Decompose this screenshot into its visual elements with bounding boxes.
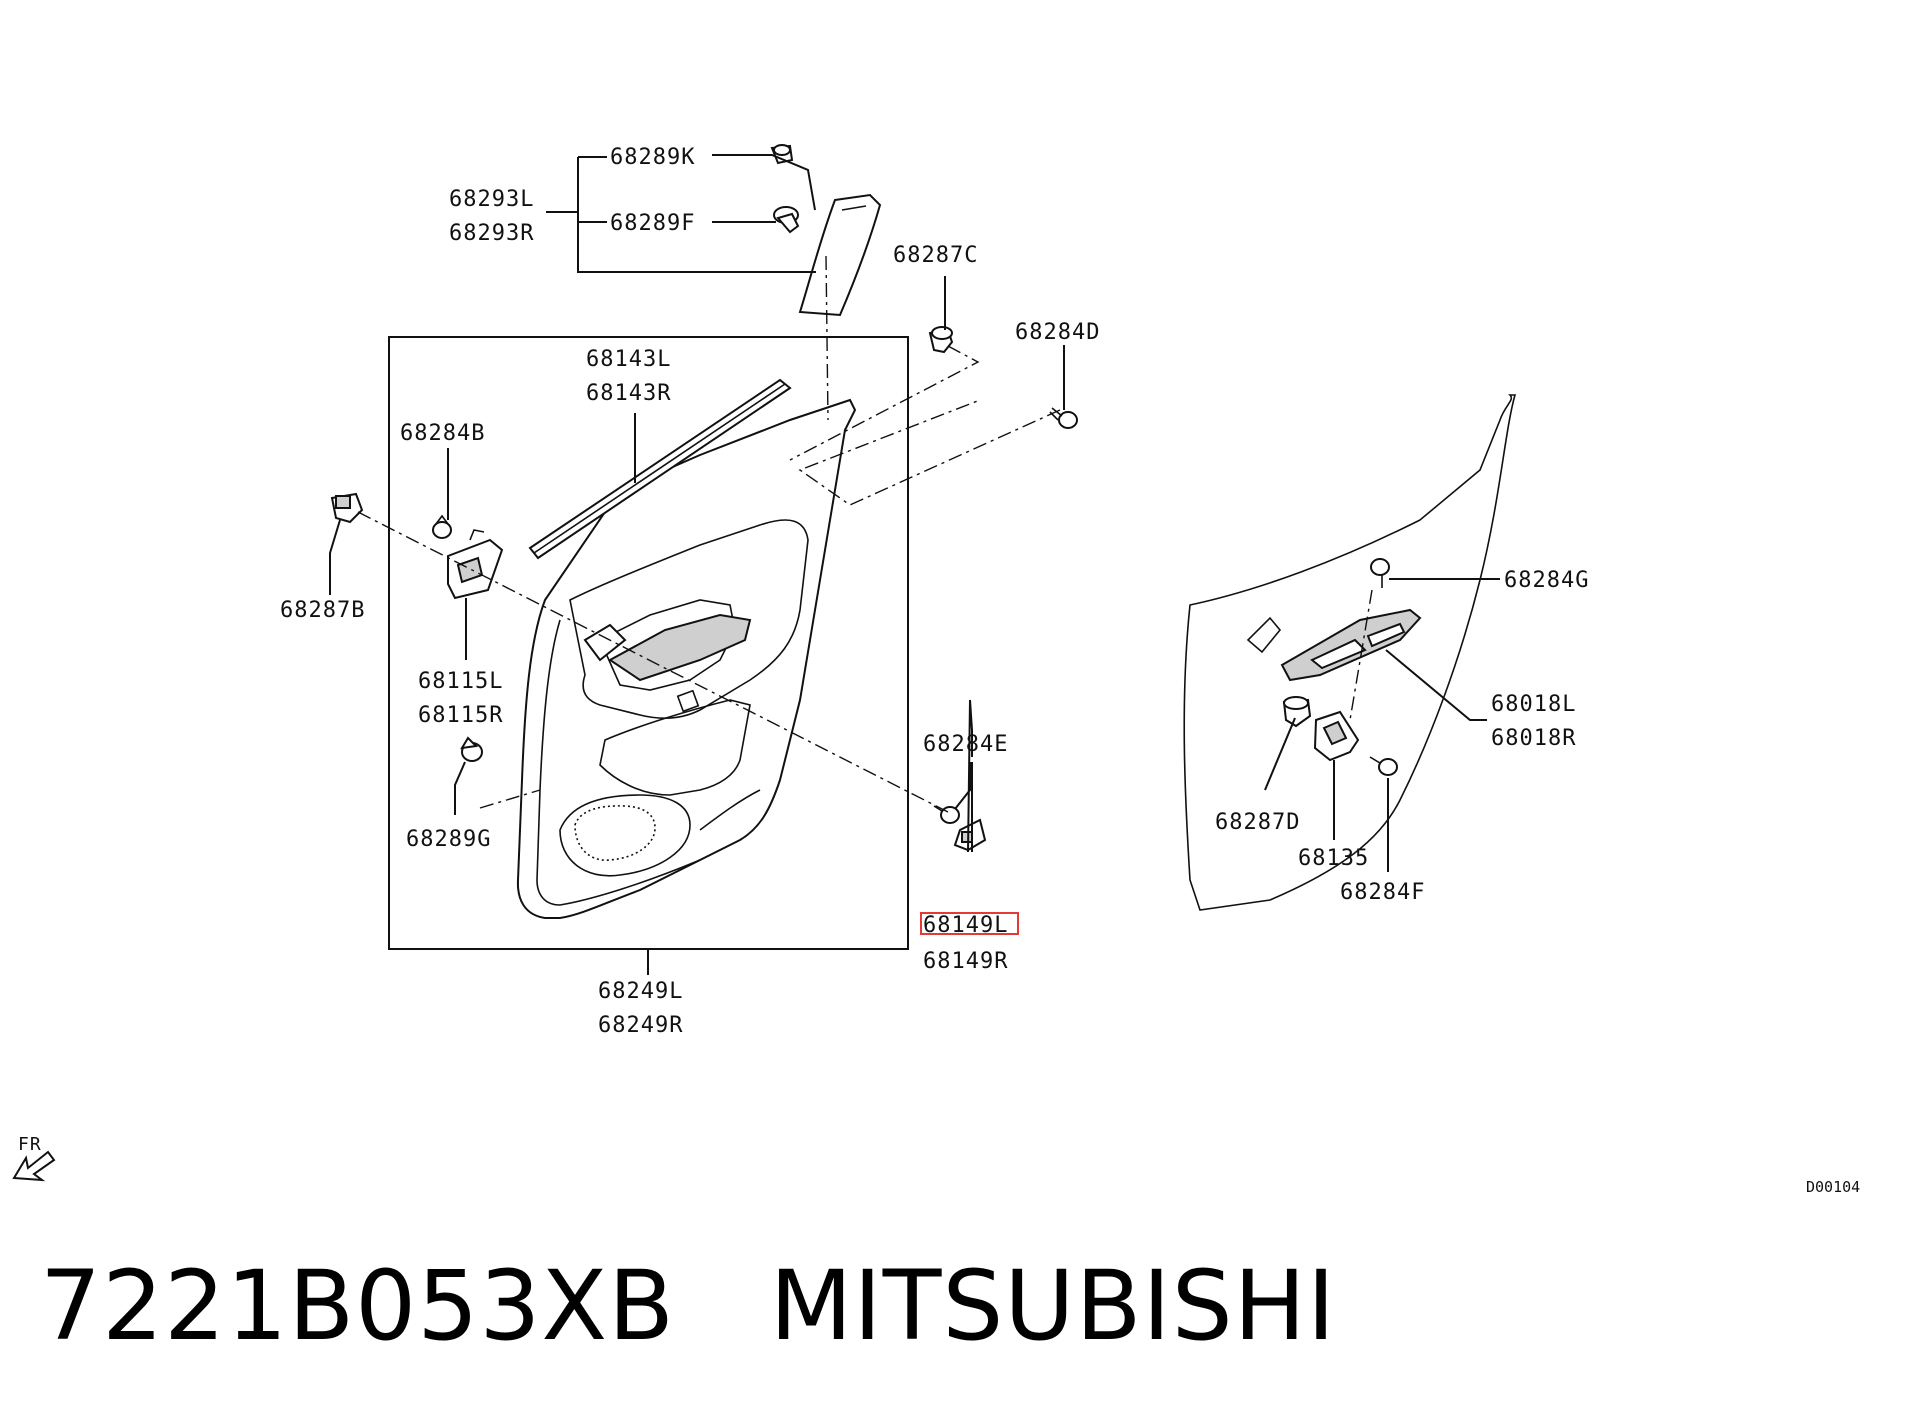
label-68284B: 68284B xyxy=(400,421,485,446)
window-switch-panel xyxy=(1280,608,1422,682)
install-line-b xyxy=(479,789,541,809)
door-trim-panel xyxy=(516,398,857,919)
label-68284G: 68284G xyxy=(1504,568,1589,593)
label-68149L: 68149L xyxy=(923,913,1008,938)
label-68289F: 68289F xyxy=(610,211,695,236)
label-68293L: 68293L xyxy=(449,187,534,212)
door-inner-panel-outline xyxy=(1183,394,1517,911)
label-68115L: 68115L xyxy=(418,669,503,694)
label-68143R: 68143R xyxy=(586,381,671,406)
screw-68284D xyxy=(1049,407,1078,429)
label-68135: 68135 xyxy=(1298,846,1369,871)
label-68018L: 68018L xyxy=(1491,692,1576,717)
label-68115R: 68115R xyxy=(418,703,503,728)
label-68293R: 68293R xyxy=(449,221,534,246)
clip-68289K xyxy=(770,144,794,165)
label-68284E: 68284E xyxy=(923,732,1008,757)
corner-garnish xyxy=(798,193,882,317)
screw-68284B xyxy=(432,514,452,539)
clip-68289G xyxy=(460,736,483,762)
label-68149R: 68149R xyxy=(923,949,1008,974)
clip-68287B xyxy=(330,492,364,524)
label-68143L: 68143L xyxy=(586,347,671,372)
screw-68284F xyxy=(1369,756,1398,776)
label-68284D: 68284D xyxy=(1015,320,1100,345)
install-line-a xyxy=(357,511,949,813)
clip-68287C xyxy=(928,326,954,354)
label-68249L: 68249L xyxy=(598,979,683,1004)
clip-68287D xyxy=(1282,696,1312,728)
install-line-c xyxy=(789,345,980,461)
part-number: 7221B053XB xyxy=(40,1250,676,1362)
install-line-e xyxy=(825,255,829,421)
install-line-f xyxy=(1349,589,1373,721)
arrow-down-left-icon xyxy=(12,1150,56,1182)
inside-handle-68115 xyxy=(447,529,504,600)
screw-68284G xyxy=(1370,558,1390,588)
bracket-68135 xyxy=(1313,710,1360,762)
label-68249R: 68249R xyxy=(598,1013,683,1038)
belt-weatherstrip xyxy=(528,378,792,560)
label-68284F: 68284F xyxy=(1340,880,1425,905)
leader-lines xyxy=(329,154,1500,975)
label-68287C: 68287C xyxy=(893,243,978,268)
highlight-68149L xyxy=(920,912,1019,935)
label-68289G: 68289G xyxy=(406,827,491,852)
label-68287D: 68287D xyxy=(1215,810,1300,835)
cap-68149 xyxy=(953,818,987,852)
direction-label: FR xyxy=(18,1134,42,1155)
label-68289K: 68289K xyxy=(610,145,695,170)
door-trim-assembly-frame xyxy=(388,336,909,950)
clip-68289F xyxy=(773,206,800,234)
label-68287B: 68287B xyxy=(280,598,365,623)
install-line-d xyxy=(798,399,1061,506)
footer-title: 7221B053XB MITSUBISHI xyxy=(40,1250,1336,1362)
diagram-code: D00104 xyxy=(1806,1178,1860,1196)
brand-name: MITSUBISHI xyxy=(769,1250,1337,1362)
label-68018R: 68018R xyxy=(1491,726,1576,751)
